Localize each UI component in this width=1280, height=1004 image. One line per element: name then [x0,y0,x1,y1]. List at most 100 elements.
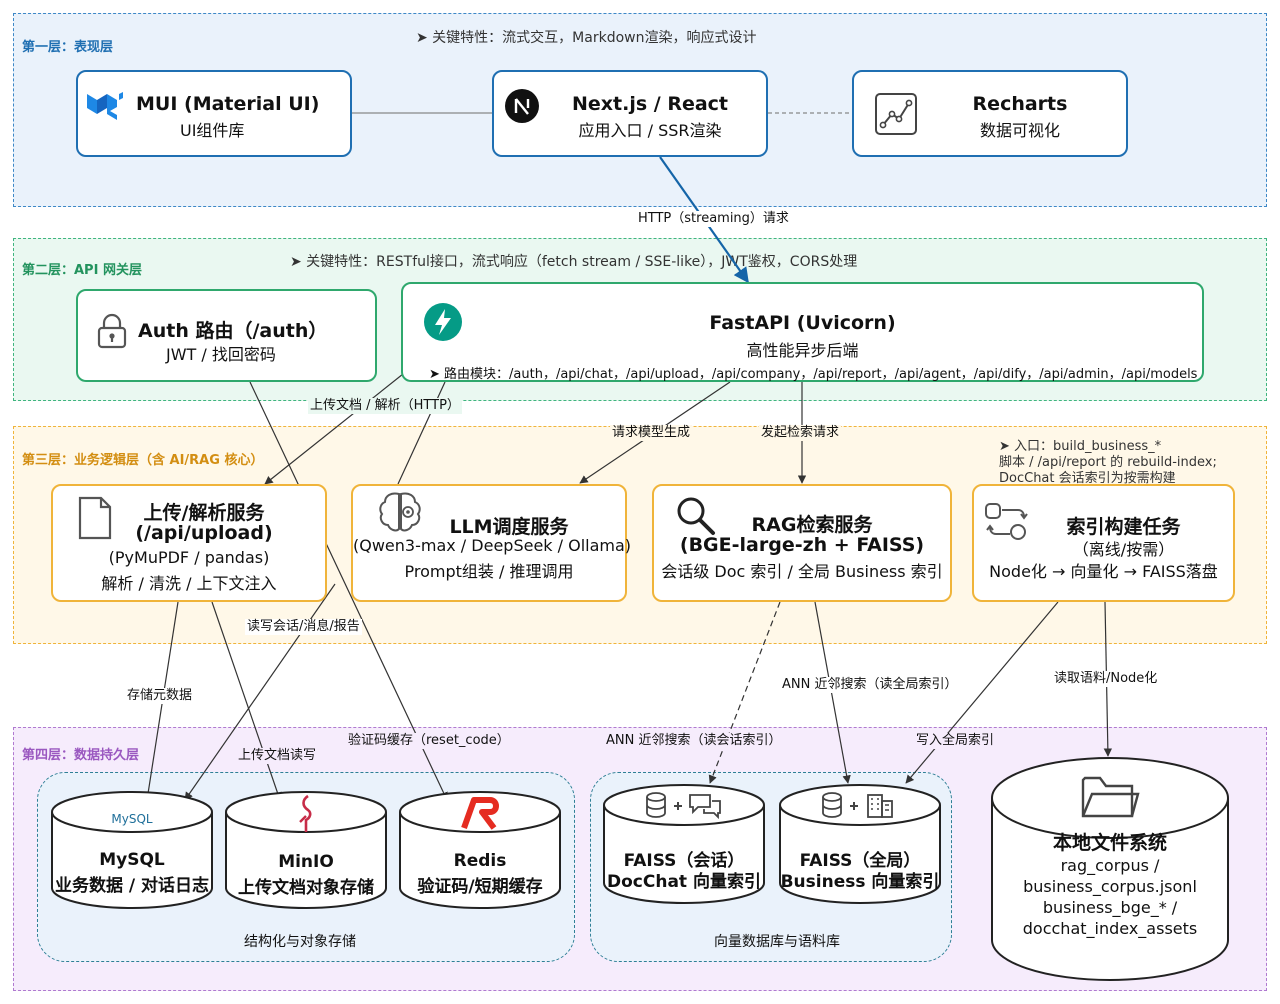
mui-title: MUI (Material UI) [136,93,320,115]
fastapi-routes: ➤ 路由模块：/auth，/api/chat，/api/upload，/api/… [429,367,1198,382]
edge-label-upload-rw: 上传文档读写 [236,748,319,764]
edge-label-request-model: 请求模型生成 [610,425,693,441]
upload-title-line1: 上传/解析服务 [143,502,265,524]
faiss-global-cylinder-shape [779,784,941,904]
localfs-line4: docchat_index_assets [1022,919,1198,938]
rag-service-box[interactable]: RAG检索服务 (BGE-large-zh + FAISS) 会话级 Doc 索… [652,484,952,602]
edge-auth-redis [249,381,448,801]
llm-subtitle-line1: (Qwen3-max / DeepSeek / Ollama) [353,536,632,555]
index-title: 索引构建任务 [1066,516,1181,538]
mui-logo-icon [87,92,123,120]
database-building-icon [822,792,893,818]
fastapi-subtitle: 高性能异步后端 [746,341,859,360]
edge-llm-mysql [184,583,336,801]
mysql-cylinder-shape [51,791,213,909]
edge-label-store-meta: 存储元数据 [125,688,195,704]
edge-label-captcha-cache: 验证码缓存（reset_code） [346,733,512,749]
layer1-features: ➤ 关键特性：流式交互，Markdown渲染，响应式设计 [416,30,757,46]
localfs-cylinder-shape [991,757,1229,981]
nextjs-box[interactable]: Next.js / React 应用入口 / SSR渲染 [492,70,768,157]
nextjs-subtitle: 应用入口 / SSR渲染 [578,121,722,140]
layer1-title: 第一层：表现层 [22,40,114,55]
faiss-global-store[interactable]: FAISS（全局） Business 向量索引 [778,783,942,905]
localfs-title: 本地文件系统 [1052,832,1167,854]
edge-upload-minio [211,601,282,801]
edge-label-write-global: 写入全局索引 [914,733,997,749]
localfs-line2: business_corpus.jsonl [1023,877,1197,896]
group-structured-label: 结构化与对象存储 [244,934,356,950]
layer3-title: 第三层：业务逻辑层（含 AI/RAG 核心） [22,453,264,468]
localfs-line3: business_bge_* / [1042,898,1178,917]
upload-title-line2: (/api/upload) [135,522,273,544]
mysql-store[interactable]: MySQL MySQL 业务数据 / 对话日志 [50,790,214,910]
index-subtitle-line1: （离线/按需） [1072,540,1175,559]
redis-subtitle: 验证码/短期缓存 [417,877,543,897]
minio-cylinder-shape [225,791,387,909]
layer2-title: 第二层：API 网关层 [22,263,142,278]
edge-label-http-stream: HTTP（streaming）请求 [636,211,791,227]
redis-logo-icon [461,797,499,830]
mui-box[interactable]: MUI (Material UI) UI组件库 [76,70,352,157]
llm-title: LLM调度服务 [449,516,569,538]
rag-title-line2: (BGE-large-zh + FAISS) [679,534,925,556]
faiss-session-cylinder-shape [603,784,765,904]
recharts-title: Recharts [972,93,1068,115]
edge-label-rw-session: 读写会话/消息/报告 [245,619,362,635]
llm-subtitle-line2: Prompt组装 / 推理调用 [404,562,574,581]
mui-subtitle: UI组件库 [180,121,245,140]
index-build-box[interactable]: 索引构建任务 （离线/按需） Node化 → 向量化 → FAISS落盘 [972,484,1235,602]
sync-workflow-icon [985,503,1028,540]
layer3-note-line3: DocChat 会话索引为按需构建 [999,471,1176,486]
rag-subtitle: 会话级 Doc 索引 / 全局 Business 索引 [661,562,943,581]
rag-title-line1: RAG检索服务 [751,514,873,536]
layer3-note-line1: ➤ 入口：build_business_* [999,439,1162,454]
minio-title: MinIO [278,852,334,872]
faiss-session-title: FAISS（会话） [623,851,745,871]
nextjs-title: Next.js / React [571,93,729,115]
edge-index-faiss-global [905,601,1059,784]
edge-label-ann-global: ANN 近邻搜索（读全局索引） [780,677,960,693]
brain-icon [379,492,421,532]
magnifier-icon [677,497,715,535]
minio-subtitle: 上传文档对象存储 [238,878,374,898]
auth-title: Auth 路由（/auth） [138,320,328,342]
faiss-session-subtitle: DocChat 向量索引 [607,872,761,892]
layer4-title: 第四层：数据持久层 [22,748,140,763]
localfs-line1: rag_corpus / [1060,856,1160,875]
local-filesystem-store[interactable]: 本地文件系统 rag_corpus / business_corpus.json… [990,756,1230,982]
redis-store[interactable]: Redis 验证码/短期缓存 [398,790,562,910]
edge-label-start-retrieval: 发起检索请求 [759,425,842,441]
fastapi-logo-icon [424,303,462,341]
layer2-features: ➤ 关键特性：RESTful接口，流式响应（fetch stream / SSE… [290,254,858,270]
folder-icon [1081,776,1140,818]
edge-label-ann-session: ANN 近邻搜索（读会话索引） [604,733,784,749]
upload-subtitle-line1: (PyMuPDF / pandas) [108,548,270,567]
faiss-session-store[interactable]: FAISS（会话） DocChat 向量索引 [602,783,766,905]
upload-service-box[interactable]: 上传/解析服务 (/api/upload) (PyMuPDF / pandas)… [51,484,327,602]
faiss-global-subtitle: Business 向量索引 [780,872,940,892]
mysql-subtitle: 业务数据 / 对话日志 [54,876,210,896]
line-chart-icon [875,93,917,135]
mysql-title: MySQL [99,850,165,870]
llm-service-box[interactable]: LLM调度服务 (Qwen3-max / DeepSeek / Ollama) … [351,484,632,602]
edge-label-read-corpus: 读取语料/Node化 [1052,671,1160,687]
faiss-global-title: FAISS（全局） [799,851,921,871]
auth-route-box[interactable]: Auth 路由（/auth） JWT / 找回密码 [76,289,377,382]
edge-upload-parse [264,373,404,485]
lock-icon [97,313,127,349]
fastapi-box[interactable]: FastAPI (Uvicorn) 高性能异步后端 ➤ 路由模块：/auth，/… [401,282,1204,382]
nextjs-logo-icon [505,89,539,123]
edge-rag-faiss-session [708,601,781,784]
auth-subtitle: JWT / 找回密码 [166,345,276,364]
document-icon [78,496,112,540]
index-subtitle-line2: Node化 → 向量化 → FAISS落盘 [989,562,1218,581]
upload-subtitle-line2: 解析 / 清洗 / 上下文注入 [101,574,277,593]
recharts-box[interactable]: Recharts 数据可视化 [852,70,1128,157]
fastapi-title: FastAPI (Uvicorn) [709,312,896,334]
database-chat-icon [646,792,721,820]
group-vector-label: 向量数据库与语料库 [714,934,840,950]
minio-store[interactable]: MinIO 上传文档对象存储 [224,790,388,910]
edge-label-upload-parse: 上传文档 / 解析（HTTP） [308,398,462,414]
layer3-note-line2: 脚本 / /api/report 的 rebuild-index; [999,455,1217,470]
mysql-logo-icon: MySQL [111,812,153,826]
